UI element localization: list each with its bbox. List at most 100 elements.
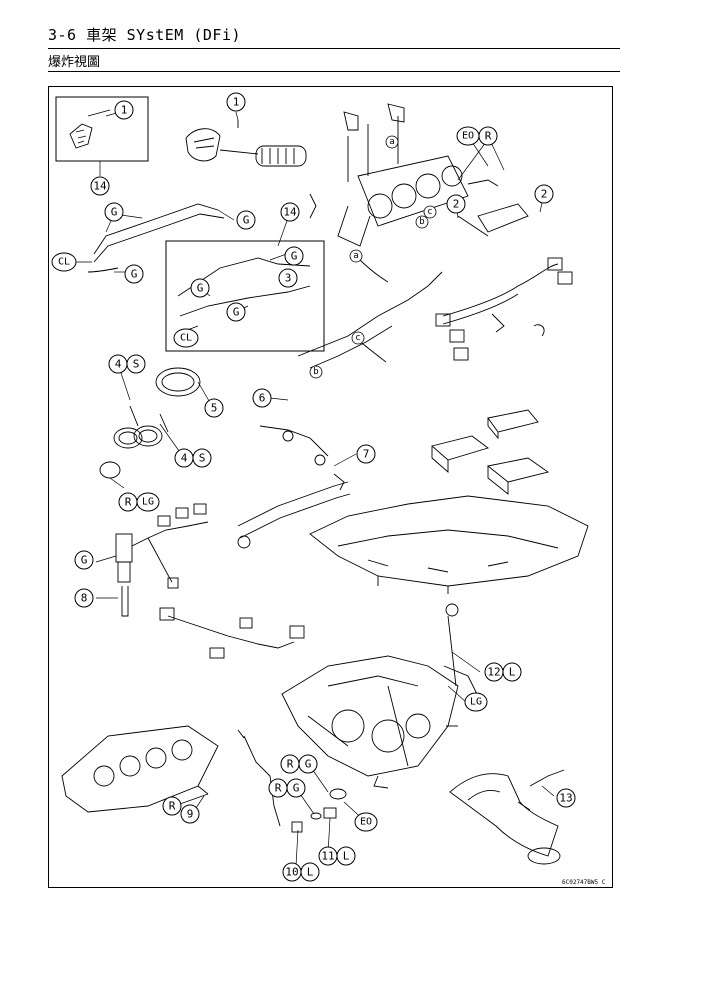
figure-code: 6C02747BW5 C: [562, 879, 606, 886]
callout-g: G: [284, 246, 304, 266]
svg-text:3: 3: [285, 272, 292, 285]
svg-text:b: b: [419, 217, 424, 227]
svg-text:8: 8: [81, 592, 88, 605]
svg-text:L: L: [307, 866, 314, 879]
callout-5: 5: [204, 398, 224, 418]
svg-text:5: 5: [211, 402, 218, 415]
letter-a: a: [349, 249, 363, 263]
svg-text:R: R: [169, 800, 176, 813]
svg-text:6: 6: [259, 392, 266, 405]
svg-text:G: G: [243, 214, 250, 227]
frame-tray: [309, 495, 589, 594]
callout-6: 6: [252, 388, 272, 408]
svg-text:10: 10: [285, 866, 298, 879]
svg-text:G: G: [305, 758, 312, 771]
callout-4: 4: [108, 354, 128, 374]
callout-10: 10: [282, 862, 302, 882]
callout-12: 12: [484, 662, 504, 682]
callout-8: 8: [74, 588, 94, 608]
callout-g: G: [226, 302, 246, 322]
throttle-grip-part: [185, 120, 307, 167]
callout-2: 2: [534, 184, 554, 204]
letter-a: a: [385, 135, 399, 149]
svg-text:2: 2: [541, 188, 548, 201]
svg-text:a: a: [389, 137, 394, 147]
letter-b: b: [309, 365, 323, 379]
svg-text:S: S: [199, 452, 206, 465]
callout-2: 2: [446, 194, 466, 214]
callout-eo: EO: [456, 126, 480, 146]
callout-r: R: [268, 778, 288, 798]
cylinder-head: [61, 725, 219, 813]
section-title: 3-6 車架 SYstEM (DFi): [48, 26, 242, 44]
callouts: 1 14 1 G G 14 CL G G 3 G G CL EO R 2 2 4…: [51, 92, 576, 882]
svg-text:R: R: [287, 758, 294, 771]
svg-text:R: R: [125, 496, 132, 509]
callout-r: R: [162, 796, 182, 816]
callout-l: L: [300, 862, 320, 882]
callout-s: S: [192, 448, 212, 468]
svg-text:G: G: [291, 250, 298, 263]
callout-g: G: [124, 264, 144, 284]
callout-13: 13: [556, 788, 576, 808]
svg-text:G: G: [293, 782, 300, 795]
exploded-view-diagram: 1 14 1 G G 14 CL G G 3 G G CL EO R 2 2 4…: [51, 92, 589, 882]
svg-text:12: 12: [487, 666, 500, 679]
header-rule-bottom: [48, 71, 620, 72]
callout-14: 14: [90, 176, 110, 196]
svg-text:13: 13: [559, 792, 572, 805]
section-subtitle: 爆炸視圖: [48, 55, 101, 70]
ecu-modules: [431, 409, 550, 495]
callout-cl: CL: [51, 252, 77, 272]
letter-c: c: [423, 205, 437, 219]
svg-text:R: R: [275, 782, 282, 795]
svg-text:LG: LG: [142, 497, 154, 508]
svg-text:EO: EO: [462, 131, 474, 142]
callout-s: S: [126, 354, 146, 374]
callout-lg: LG: [464, 692, 488, 712]
mounting-bracket: [237, 425, 351, 549]
svg-text:c: c: [355, 333, 360, 343]
callout-g: G: [190, 278, 210, 298]
callout-l: L: [502, 662, 522, 682]
injector-seal-parts: [99, 367, 201, 479]
svg-text:1: 1: [233, 96, 240, 109]
svg-text:14: 14: [93, 180, 107, 193]
inset-box-cables: [165, 240, 325, 352]
callout-g: G: [286, 778, 306, 798]
svg-text:2: 2: [453, 198, 460, 211]
callout-r: R: [478, 126, 498, 146]
svg-text:G: G: [233, 306, 240, 319]
svg-text:G: G: [197, 282, 204, 295]
svg-text:CL: CL: [180, 333, 192, 344]
callout-g: G: [236, 210, 256, 230]
svg-text:b: b: [313, 367, 318, 377]
ignition-coil-harness: [115, 503, 209, 617]
svg-text:11: 11: [321, 850, 334, 863]
sub-harness: [159, 607, 305, 659]
svg-text:9: 9: [187, 808, 194, 821]
callout-1: 1: [226, 92, 246, 112]
inset-box-grip: [55, 96, 149, 162]
svg-text:7: 7: [363, 448, 370, 461]
callout-r: R: [280, 754, 300, 774]
wiring-harness-right: [435, 257, 573, 361]
callout-11: 11: [318, 846, 338, 866]
exhaust-pipe: [449, 769, 565, 865]
svg-text:L: L: [509, 666, 516, 679]
callout-g: G: [298, 754, 318, 774]
svg-text:14: 14: [283, 206, 297, 219]
callout-g: G: [104, 202, 124, 222]
svg-text:G: G: [81, 554, 88, 567]
letter-b: b: [415, 215, 429, 229]
callout-7: 7: [356, 444, 376, 464]
callout-1: 1: [114, 100, 134, 120]
callout-r: R: [118, 492, 138, 512]
leader-lines: [74, 111, 555, 867]
svg-text:EO: EO: [360, 817, 372, 828]
throttle-cables: [87, 203, 311, 333]
svg-text:S: S: [133, 358, 140, 371]
callout-lg: LG: [136, 492, 160, 512]
header-rule-top: [48, 48, 620, 49]
speed-sensor-harness: [237, 725, 458, 833]
